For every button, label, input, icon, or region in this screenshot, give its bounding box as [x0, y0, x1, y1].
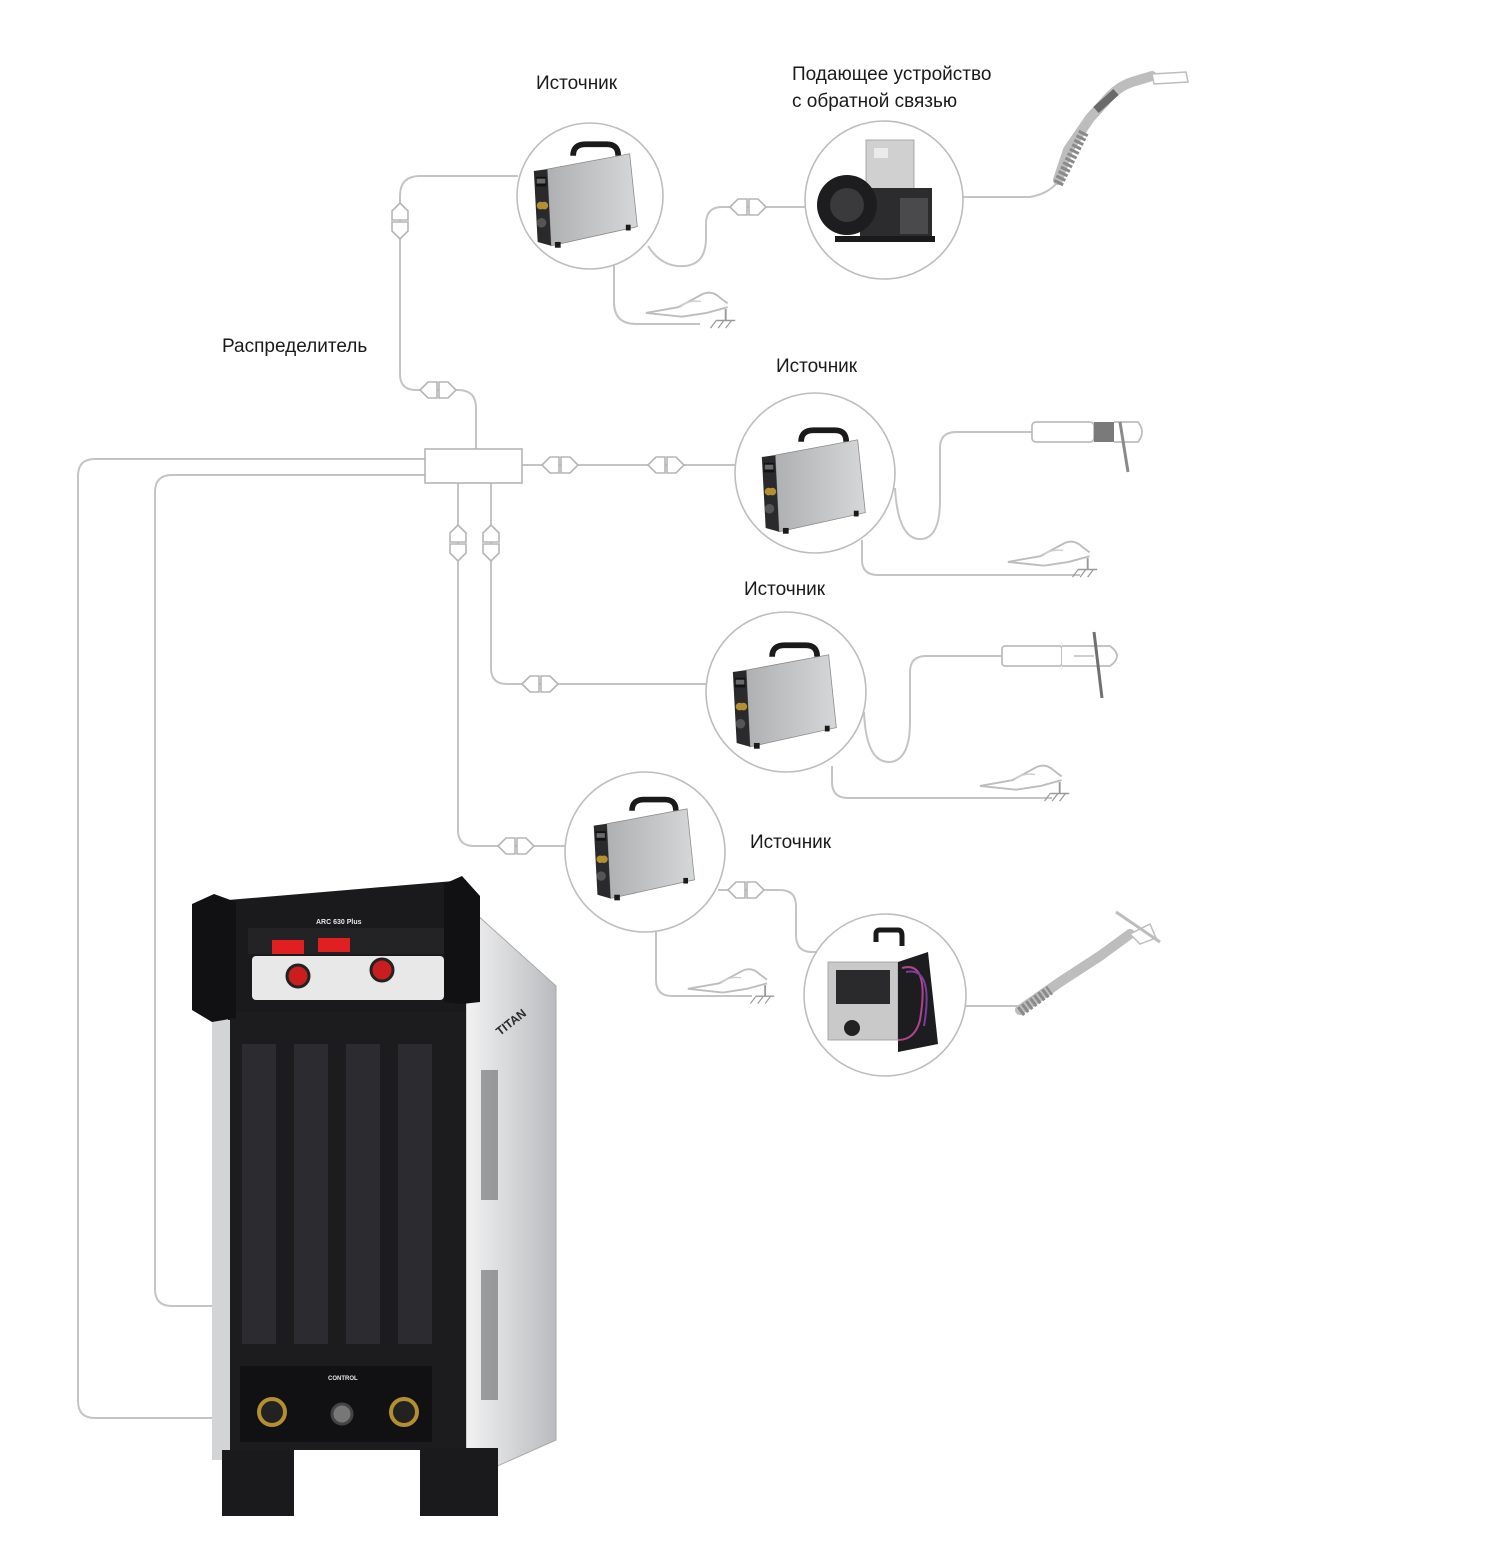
cable-mid1-electrode	[894, 431, 1032, 541]
cable-feeder-torch	[962, 177, 1061, 198]
mig-torch	[1053, 71, 1189, 187]
knob-right	[369, 957, 395, 983]
electrode-holder-mid2	[1001, 631, 1118, 699]
cable-source-feeder	[647, 206, 806, 268]
cable-top-ground	[613, 264, 700, 325]
connector-vertical-right	[482, 523, 500, 563]
ground-clamp-mid1	[1006, 540, 1099, 579]
label-source-top: Источник	[536, 73, 618, 94]
connector-feeder2-line	[726, 881, 766, 899]
foot-right	[420, 1448, 498, 1516]
wire-feeder-feedback	[817, 139, 935, 242]
electrode-holder-mid1	[1031, 421, 1143, 473]
connector-horizontal-distributor-up	[418, 381, 458, 399]
socket-positive	[389, 1397, 419, 1427]
ground-clamp-top	[644, 291, 737, 330]
ground-clamp-mid2	[978, 764, 1071, 803]
connector-feeder-line	[728, 198, 768, 216]
connector-bottom	[496, 837, 536, 855]
connector-mid1-a	[540, 456, 580, 474]
socket-negative	[257, 1397, 287, 1427]
connectors	[391, 198, 768, 899]
front-vents	[242, 1044, 432, 1344]
label-feeder-feedback: Подающее устройство с обратной связью	[792, 64, 992, 112]
label-distributor: Распределитель	[222, 336, 368, 357]
label-source-mid1: Источник	[776, 356, 858, 377]
socket-control	[330, 1402, 354, 1426]
cables	[77, 175, 1080, 1419]
cable-distributor-mid2	[490, 483, 709, 685]
distributor-box	[424, 448, 523, 484]
label-source-bottom: Источник	[750, 832, 832, 853]
connector-mid1-b	[646, 456, 686, 474]
cable-source-feeder2	[718, 889, 824, 953]
cable-main-inner	[154, 474, 425, 1400]
unit-model-text: ARC 630 Plus	[316, 919, 362, 926]
foot-left	[222, 1450, 294, 1516]
cable-mid2-ground	[831, 766, 1052, 799]
cable-mid2-electrode	[863, 655, 1002, 764]
main-welding-unit	[192, 876, 557, 1516]
ground-clamp-bottom	[686, 968, 776, 1005]
connector-mid2	[520, 675, 560, 693]
cable-bottom-ground	[655, 932, 752, 997]
cable-mid1-ground	[861, 540, 1080, 576]
display-right	[318, 938, 350, 952]
equipment-circles	[516, 120, 967, 1077]
handle-left	[192, 894, 236, 1022]
unit-control-text: CONTROL	[328, 1376, 358, 1382]
display-left	[272, 940, 304, 954]
connector-vertical-top	[391, 201, 409, 241]
knob-left	[285, 963, 311, 989]
wire-feeder	[827, 927, 938, 1052]
handle-right	[444, 876, 480, 1004]
cable-distributor-top	[399, 175, 518, 450]
label-source-mid2: Источник	[744, 579, 826, 600]
cable-main-outer	[77, 458, 425, 1419]
cable-distributor-bottom	[457, 483, 568, 847]
tig-torch	[1015, 910, 1161, 1017]
connector-vertical-left	[449, 523, 467, 563]
